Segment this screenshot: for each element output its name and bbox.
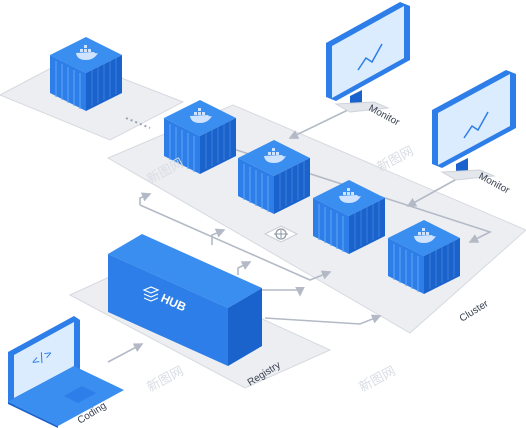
hub-block: HUB	[108, 234, 262, 366]
monitor-top	[326, 2, 410, 113]
arrow-cluster-left	[139, 192, 152, 205]
container-cluster-1	[164, 100, 236, 174]
trend-line-icon	[357, 43, 383, 71]
arrow-registry-loop	[262, 287, 305, 297]
laptop: </>	[8, 316, 124, 428]
arrow-registry-to-cluster	[264, 314, 382, 325]
monitor-right-label: Monitor	[477, 171, 512, 197]
container-top-left	[50, 37, 122, 111]
watermark-4: 新图网	[356, 363, 398, 395]
kubernetes-helm-icon	[263, 225, 299, 243]
arrow-monitor-top	[288, 96, 353, 139]
dotted-link	[125, 117, 151, 129]
watermark-2: 新图网	[374, 143, 416, 175]
container-cluster-3	[313, 180, 385, 254]
container-cluster-2	[238, 140, 310, 214]
stack-icon	[142, 286, 160, 302]
arrow-hub-to-cluster	[139, 204, 332, 281]
trend-line-icon	[463, 111, 489, 139]
arrow-hub-up-2	[237, 261, 252, 275]
arrow-laptop-to-hub	[107, 343, 144, 363]
watermark-3: 新图网	[144, 363, 186, 395]
cluster-label: Cluster	[458, 298, 491, 324]
container-cluster-4	[388, 220, 460, 294]
monitor-right	[432, 70, 516, 181]
arrow-hub-up-1	[211, 228, 226, 245]
